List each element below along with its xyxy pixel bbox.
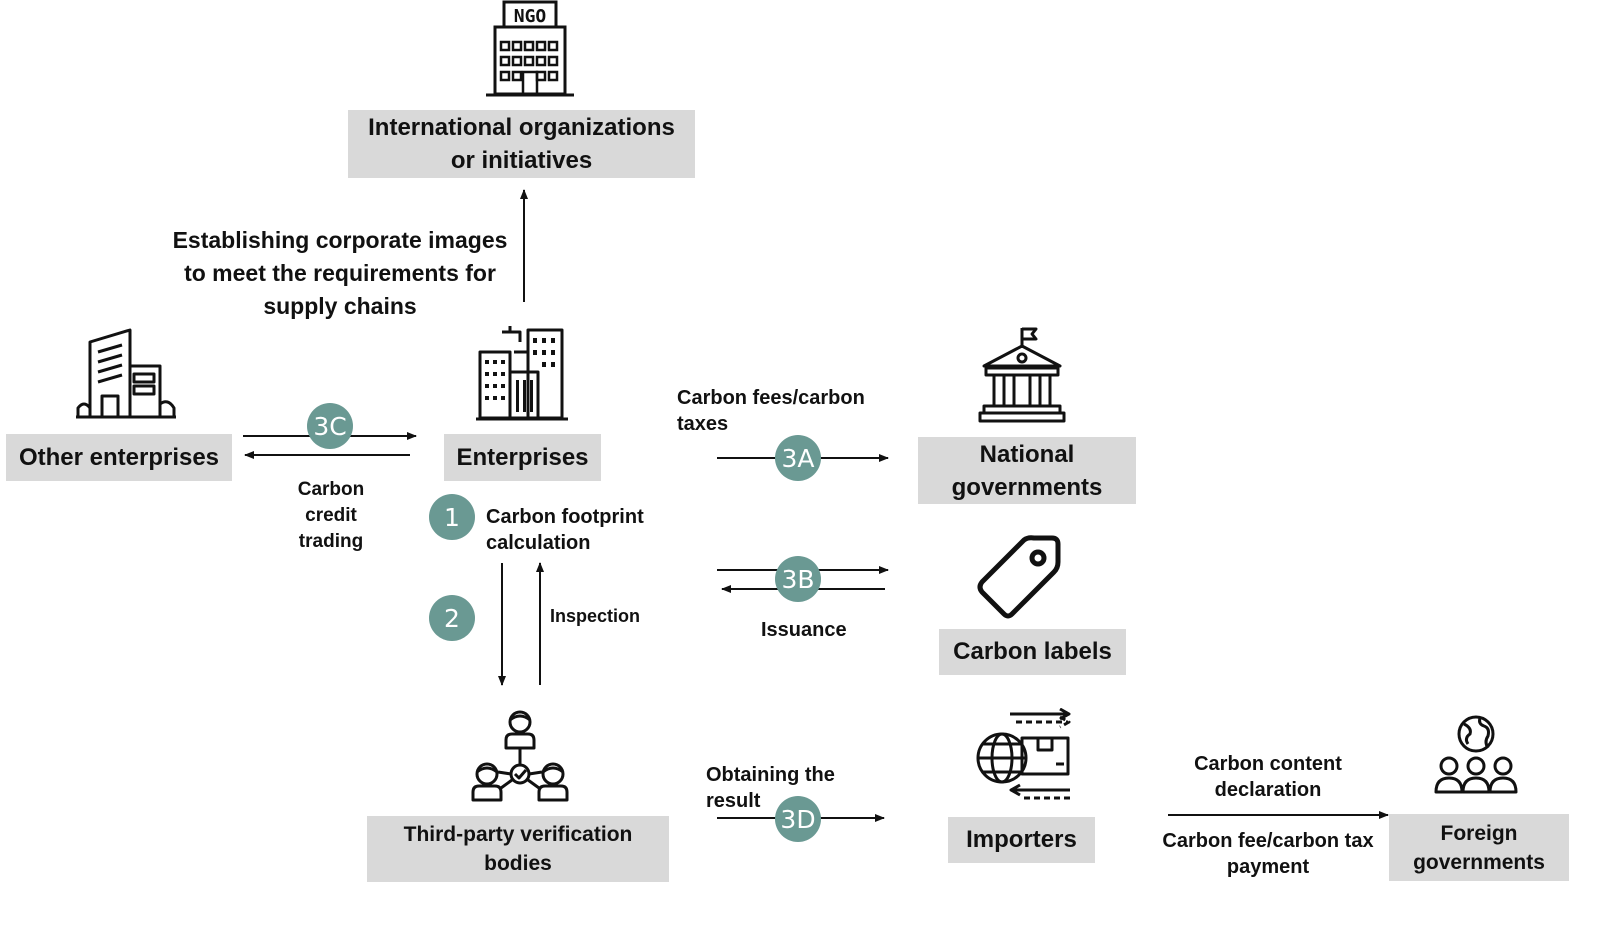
government-building-icon xyxy=(978,327,1066,423)
node-carbon-labels: Carbon labels xyxy=(939,629,1126,675)
label-carbon-credit-trading: Carbon credit trading xyxy=(297,479,365,552)
step-badge-2: 2 xyxy=(429,595,475,641)
step-badge-3a: 3A xyxy=(775,435,821,481)
node-other-enterprises: Other enterprises xyxy=(6,434,232,481)
city-buildings-icon xyxy=(476,326,568,421)
node-international: International organizations or initiativ… xyxy=(348,110,695,178)
price-tag-icon xyxy=(977,535,1061,619)
node-importers: Importers xyxy=(948,817,1095,863)
step-badge-1: 1 xyxy=(429,494,475,540)
label-corporate-images: Establishing corporate images to meet th… xyxy=(172,227,508,319)
node-national-governments: National governments xyxy=(918,437,1136,504)
step-badge-3c: 3C xyxy=(307,403,353,449)
label-inspection: Inspection xyxy=(550,606,641,626)
ngo-icon-text: NGO xyxy=(514,6,547,27)
step-badge-3b: 3B xyxy=(775,556,821,602)
label-carbon-fees: Carbon fees/carbon taxes xyxy=(677,387,865,435)
label-issuance: Issuance xyxy=(761,619,847,641)
people-globe-icon xyxy=(1434,715,1518,794)
node-foreign-governments: Foreign governments xyxy=(1389,814,1569,881)
label-obtaining-result: Obtaining the result xyxy=(706,764,835,812)
node-enterprises: Enterprises xyxy=(444,434,601,481)
verification-network-icon xyxy=(471,710,569,802)
global-trade-icon xyxy=(976,708,1071,800)
step-badge-3d: 3D xyxy=(775,796,821,842)
office-building-icon xyxy=(76,328,176,419)
label-content-declaration: Carbon content declaration xyxy=(1194,753,1342,801)
label-fee-payment: Carbon fee/carbon tax payment xyxy=(1162,830,1374,878)
label-footprint-calculation: Carbon footprint calculation xyxy=(486,506,644,554)
node-third-party: Third-party verification bodies xyxy=(367,816,669,882)
ngo-building-icon: NGO xyxy=(486,0,574,97)
